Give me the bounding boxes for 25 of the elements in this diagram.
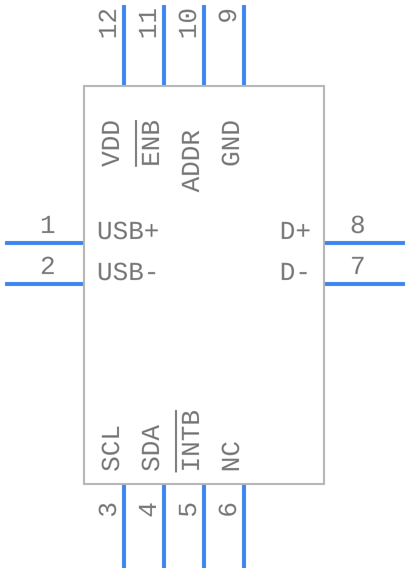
pin-number: 9 — [216, 8, 242, 24]
pin-number: 8 — [350, 213, 366, 239]
pin-name: VDD — [99, 120, 125, 167]
pin-name: D+ — [280, 219, 311, 245]
pin-number: 1 — [40, 213, 56, 239]
pin-name: NC — [219, 440, 245, 472]
pin-number: 11 — [136, 8, 162, 40]
pin-name: ENB — [139, 120, 165, 167]
ic-body — [83, 85, 325, 485]
pin-number: 3 — [96, 502, 122, 518]
pin-number: 4 — [136, 502, 162, 518]
pin-name: USB+ — [97, 219, 160, 245]
pin-number: 5 — [176, 502, 202, 518]
pin-number: 2 — [40, 254, 56, 280]
pin-name: INTB — [179, 410, 205, 472]
pin-name: SDA — [139, 425, 165, 472]
pin-name: USB- — [97, 260, 160, 286]
pin-name: ADDR — [179, 130, 205, 192]
pin-number: 6 — [216, 502, 242, 518]
pin-number: 10 — [176, 8, 202, 40]
pin-number: 12 — [96, 8, 122, 40]
pin-name: GND — [219, 120, 245, 167]
pin-name: D- — [280, 260, 311, 286]
pin-number: 7 — [350, 254, 366, 280]
pin-name: SCL — [99, 425, 125, 472]
